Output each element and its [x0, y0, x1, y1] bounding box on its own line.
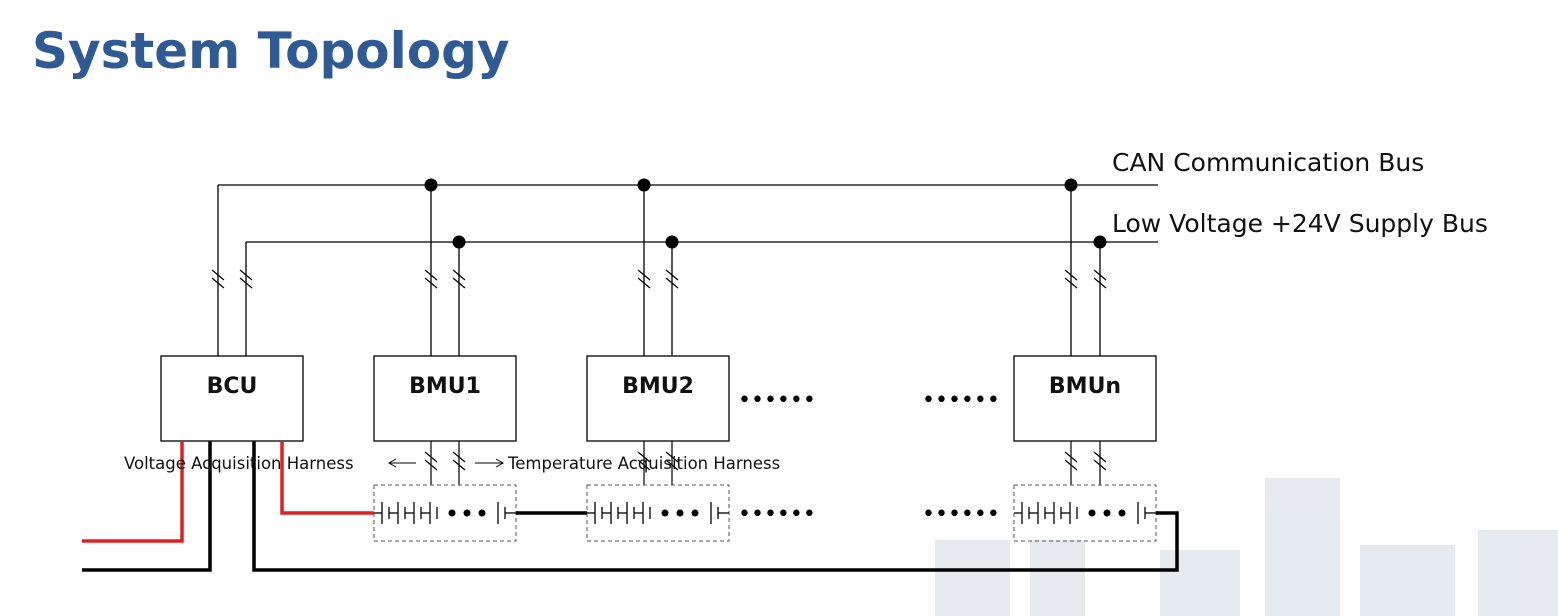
temperature-harness-arrow — [475, 458, 505, 468]
supply-bus — [245, 241, 1158, 356]
voltage-harness-arrow — [387, 458, 416, 468]
watermark — [935, 478, 1558, 616]
bcu-black-wires — [82, 441, 1179, 572]
can-bus-label: CAN Communication Bus — [1112, 148, 1424, 177]
bcu-box — [160, 355, 304, 442]
continuation-dots-modules-right: •••••• — [922, 388, 1000, 413]
can-bus — [217, 184, 1158, 356]
voltage-harness-label: Voltage Acquisition Harness — [124, 454, 354, 473]
continuation-dots-packs-right: •••••• — [922, 502, 1000, 527]
page-title: System Topology — [32, 22, 510, 80]
bmun-box — [1013, 355, 1157, 442]
supply-bus-label: Low Voltage +24V Supply Bus — [1112, 209, 1488, 238]
battery-cells-n — [1014, 502, 1156, 524]
continuation-dots-packs-left: •••••• — [738, 502, 816, 527]
continuation-dots-modules-left: •••••• — [738, 388, 816, 413]
bmu1-box — [373, 355, 517, 442]
bmu-harness-lines — [430, 441, 1101, 485]
temperature-harness-label: Temperature Acquisition Harness — [507, 454, 780, 473]
bcu-red-wires — [82, 441, 374, 543]
battery-cells-1 — [374, 502, 516, 524]
module-boxes — [160, 355, 1157, 442]
bmun-label: BMUn — [1049, 374, 1121, 399]
bmu2-box — [586, 355, 730, 442]
battery-cells-2 — [587, 502, 729, 524]
bmu1-label: BMU1 — [409, 374, 481, 399]
bcu-label: BCU — [207, 374, 258, 399]
bmu2-label: BMU2 — [622, 374, 694, 399]
junction-dots — [424, 178, 1107, 249]
